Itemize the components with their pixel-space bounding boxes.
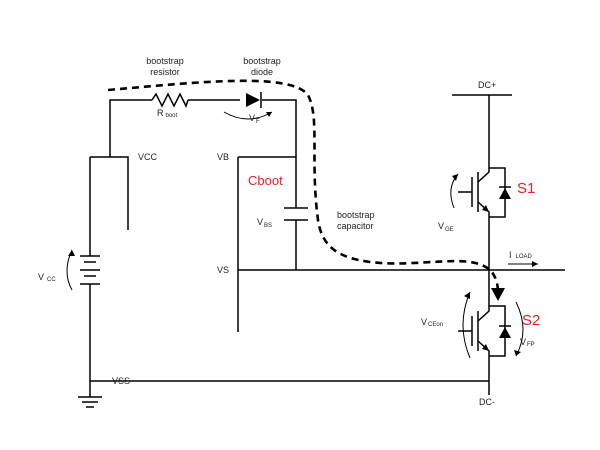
bootstrap-charge-path (107, 79, 500, 293)
resistor-symbol (151, 92, 189, 108)
vfp-arrow (515, 301, 524, 357)
bootstrap-diode-label-l1: bootstrap (243, 56, 281, 66)
bootstrap-diode-label-l2: diode (251, 67, 273, 77)
s1-label: S1 (517, 180, 535, 197)
bootstrap-resistor-label-l2: resistor (150, 67, 180, 77)
vss-label: VSS (112, 376, 130, 386)
bootstrap-resistor-label-l1: bootstrap (146, 56, 184, 66)
vf-arrow (223, 111, 273, 120)
wire-vcc (90, 156, 129, 230)
vf-label: VF (249, 113, 260, 125)
wire-bootstrap-loop (109, 99, 297, 157)
vcc-pin-label: VCC (138, 152, 158, 162)
vceon-arrow (462, 291, 471, 359)
dc-minus-label: DC- (479, 397, 495, 407)
s2-igbt-symbol (458, 300, 511, 362)
dc-plus-label: DC+ (478, 80, 496, 90)
vge-arrow (450, 173, 459, 209)
s2-label: S2 (522, 312, 540, 329)
vb-pin-label: VB (217, 152, 229, 162)
vs-pin-label: VS (217, 265, 229, 275)
vcc-source-symbol (80, 255, 100, 285)
circuit-wires (89, 94, 565, 397)
vbs-label: VBS (257, 217, 272, 229)
bootstrap-capacitor-label-l1: bootstrap (337, 210, 375, 220)
bootstrap-capacitor-symbol (284, 207, 308, 221)
bootstrap-capacitor-label-l2: capacitor (337, 221, 374, 231)
vfp-label: VFP (520, 337, 535, 348)
vceon-label: VCEon (421, 317, 443, 328)
charge-path-arrowhead (491, 288, 505, 301)
wire-dc-plus (452, 94, 512, 165)
cboot-label: Cboot (248, 173, 283, 188)
vge-label: VGE (438, 221, 454, 233)
wire-vb (238, 156, 297, 208)
s1-igbt-symbol (458, 165, 511, 220)
ground-icon (78, 396, 102, 408)
bootstrap-diode-symbol (246, 92, 262, 108)
